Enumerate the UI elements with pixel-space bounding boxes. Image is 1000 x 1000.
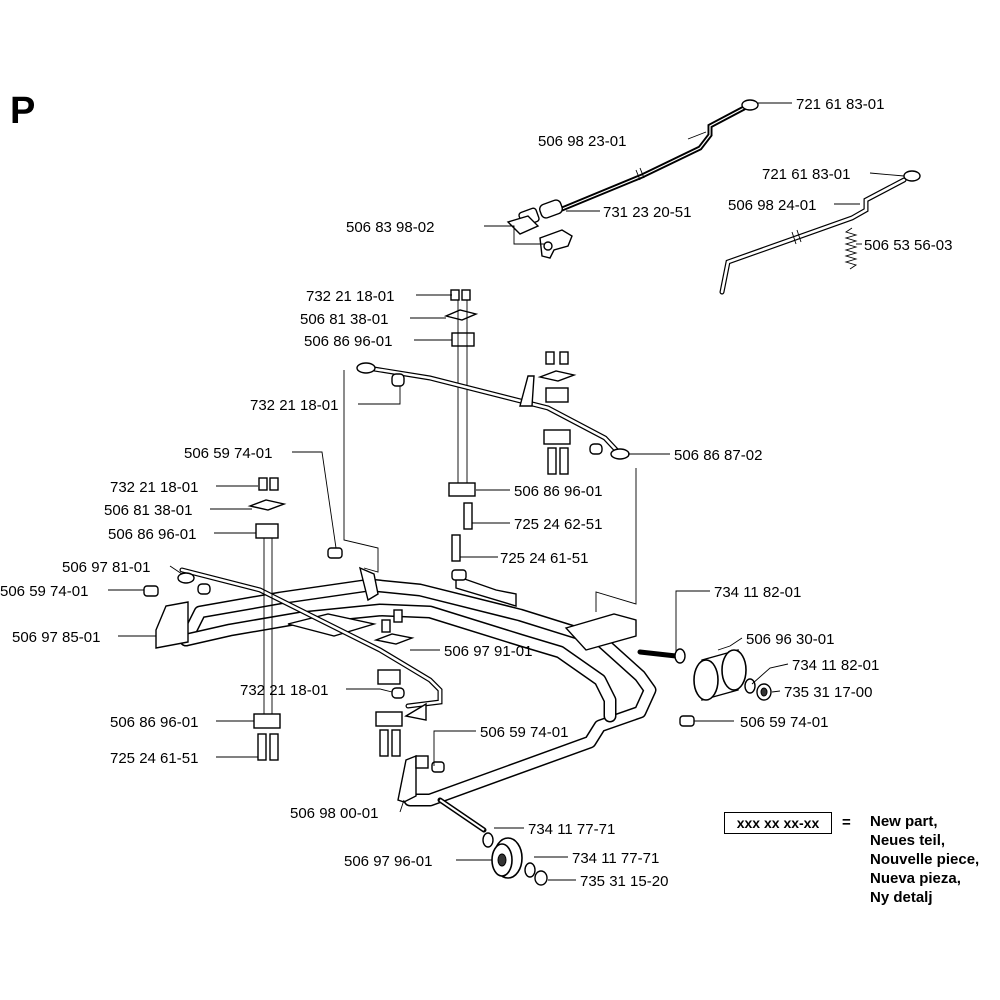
cable-rod-upper	[559, 99, 759, 212]
part-number: 506 86 96-01	[110, 714, 198, 731]
part-number: 731 23 20-51	[603, 204, 691, 221]
part-number: 734 11 77-71	[528, 821, 615, 838]
part-number: 506 86 96-01	[304, 333, 392, 350]
bolt-stack-center	[443, 289, 479, 562]
bolt-stack-right	[537, 351, 603, 475]
mower-frame	[179, 566, 657, 807]
bolt-stack-middle	[373, 609, 427, 757]
part-number: 506 98 24-01	[728, 197, 816, 214]
link-rod-left	[143, 547, 443, 709]
part-number: 732 21 18-01	[240, 682, 328, 699]
part-number: 506 86 96-01	[108, 526, 196, 543]
part-number: 506 97 96-01	[344, 853, 432, 870]
part-number: 506 81 38-01	[300, 311, 388, 328]
part-number: 732 21 18-01	[250, 397, 338, 414]
part-number: 725 24 61-51	[110, 750, 198, 767]
part-number: 506 96 30-01	[746, 631, 834, 648]
part-number: 721 61 83-01	[762, 166, 850, 183]
roller-icon	[637, 648, 772, 701]
bolt-stack-left	[247, 477, 287, 761]
leader-lines	[108, 102, 905, 881]
part-number: 735 31 17-00	[784, 684, 872, 701]
part-number: 506 59 74-01	[0, 583, 88, 600]
part-number: 506 59 74-01	[480, 724, 568, 741]
part-number: 506 59 74-01	[184, 445, 272, 462]
legend-line: New part,	[870, 813, 938, 830]
front-bracket	[397, 754, 487, 833]
part-number: 506 81 38-01	[104, 502, 192, 519]
part-number: 506 59 74-01	[740, 714, 828, 731]
assembly-guide-line	[595, 468, 637, 612]
part-number: 506 86 96-01	[514, 483, 602, 500]
part-number: 734 11 82-01	[792, 657, 879, 674]
part-number: 506 97 85-01	[12, 629, 100, 646]
cable-adjuster	[506, 199, 573, 259]
bolt-icon	[679, 715, 695, 727]
page-letter: P	[10, 90, 36, 132]
part-number: 725 24 61-51	[500, 550, 588, 567]
bolt-icon	[451, 569, 467, 581]
legend-line: Ny detalj	[870, 889, 933, 906]
part-number: 732 21 18-01	[306, 288, 394, 305]
legend-line: Nueva pieza,	[870, 870, 961, 887]
part-number: 506 98 23-01	[538, 133, 626, 150]
front-wheel-icon	[482, 832, 548, 886]
legend-code-box: xxx xx xx-xx	[724, 812, 832, 834]
part-number: 734 11 77-71	[572, 850, 659, 867]
legend-line: Neues teil,	[870, 832, 946, 849]
part-number: 721 61 83-01	[796, 96, 884, 113]
part-number: 506 83 98-02	[346, 219, 434, 236]
legend-equals: =	[842, 814, 851, 831]
cable-eyelet-icon	[741, 99, 759, 111]
cable-eyelet-icon	[903, 170, 921, 182]
part-number: 506 86 87-02	[674, 447, 762, 464]
legend-line: Nouvelle piece,	[870, 851, 980, 868]
part-number: 735 31 15-20	[580, 873, 668, 890]
part-number: 506 97 91-01	[444, 643, 532, 660]
part-number: 725 24 62-51	[514, 516, 602, 533]
link-arm-upper	[356, 362, 630, 460]
part-number: 732 21 18-01	[110, 479, 198, 496]
spring-icon	[844, 227, 858, 270]
part-number: 734 11 82-01	[714, 584, 801, 601]
part-number: 506 53 56-03	[864, 237, 952, 254]
legend-list: New part, Neues teil, Nouvelle piece, Nu…	[870, 812, 979, 907]
assembly-guide-line	[343, 370, 379, 573]
part-number: 506 97 81-01	[62, 559, 150, 576]
cable-rod-right	[719, 170, 921, 295]
part-number: 506 98 00-01	[290, 805, 378, 822]
callout-labels: 721 61 83-01 506 98 23-01 731 23 20-51 5…	[0, 96, 952, 890]
